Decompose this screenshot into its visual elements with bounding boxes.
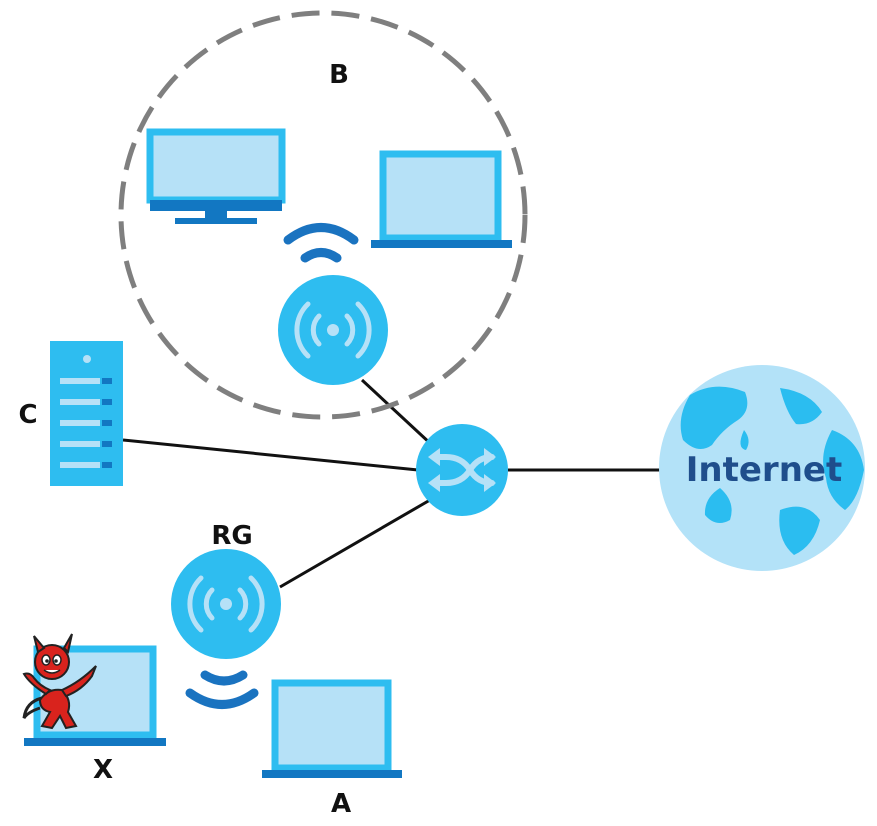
switch-icon [416, 424, 508, 516]
wifi-signal-icon-rg [185, 670, 259, 709]
wireless-access-point-icon-b [278, 275, 388, 385]
laptop-icon-b [371, 150, 512, 248]
link-ap-b-to-switch [360, 378, 434, 447]
zone-b-boundary [118, 10, 528, 420]
label-b: B [329, 60, 349, 90]
link-server-to-switch [122, 438, 419, 472]
wifi-signal-icon-b [283, 223, 359, 263]
internet-label: Internet [686, 450, 842, 490]
server-icon [50, 341, 123, 486]
desktop-monitor-icon [146, 128, 286, 224]
link-rg-to-switch [279, 498, 431, 589]
devil-hacker-icon [22, 633, 97, 730]
laptop-icon-a [262, 679, 402, 778]
wireless-access-point-icon-rg [171, 549, 281, 659]
connection-lines [122, 378, 662, 589]
globe-icon [659, 365, 865, 571]
label-rg: RG [211, 521, 252, 551]
label-a: A [331, 789, 351, 819]
label-c: C [18, 400, 37, 430]
label-x: X [93, 755, 113, 785]
